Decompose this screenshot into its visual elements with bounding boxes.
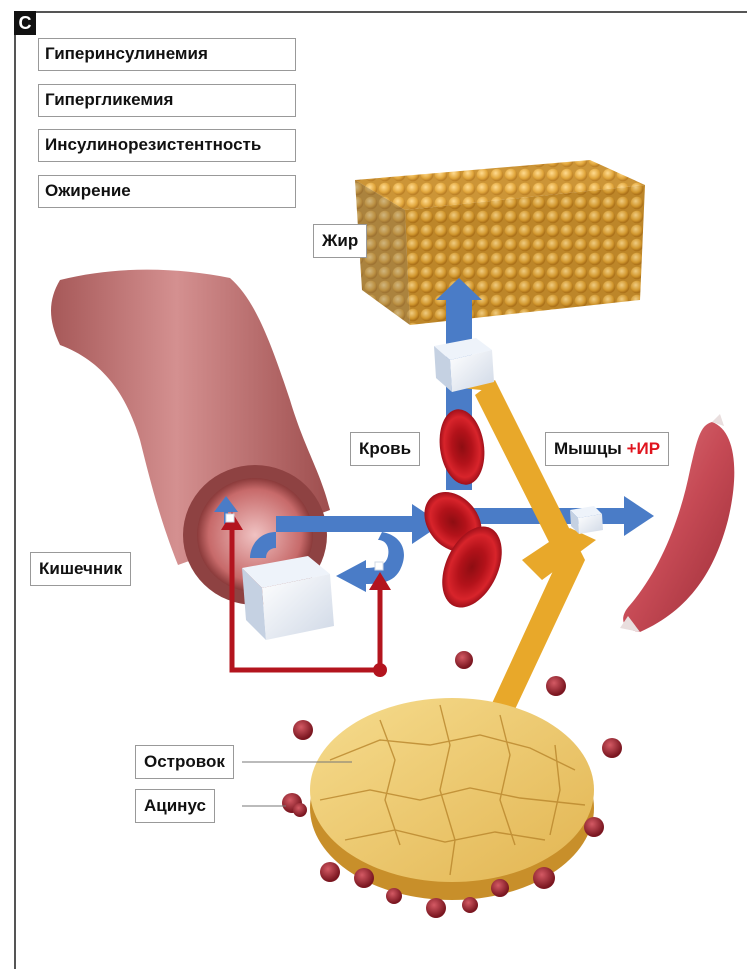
label-intestine: Кишечник: [30, 552, 131, 586]
pancreatic-islet: [310, 698, 594, 900]
legend-obesity: Ожирение: [38, 175, 296, 208]
fat-tissue-block: [355, 160, 645, 325]
glucose-cube-intestine: [242, 556, 334, 640]
label-muscle: Мышцы +ИР: [545, 432, 669, 466]
glucose-cube-muscle: [570, 506, 603, 534]
legend-hyperglycemia: Гипергликемия: [38, 84, 296, 117]
label-acinus: Ацинус: [135, 789, 215, 823]
label-blood: Кровь: [350, 432, 420, 466]
label-muscle-text: Мышцы: [554, 439, 622, 458]
legend-insulin-resistance: Инсулинорезистентность: [38, 129, 296, 162]
label-fat: Жир: [313, 224, 367, 258]
label-islet: Островок: [135, 745, 234, 779]
legend-hyperinsulinemia: Гиперинсулинемия: [38, 38, 296, 71]
glucose-cube-blood: [434, 338, 494, 392]
label-muscle-ir: +ИР: [627, 439, 661, 458]
